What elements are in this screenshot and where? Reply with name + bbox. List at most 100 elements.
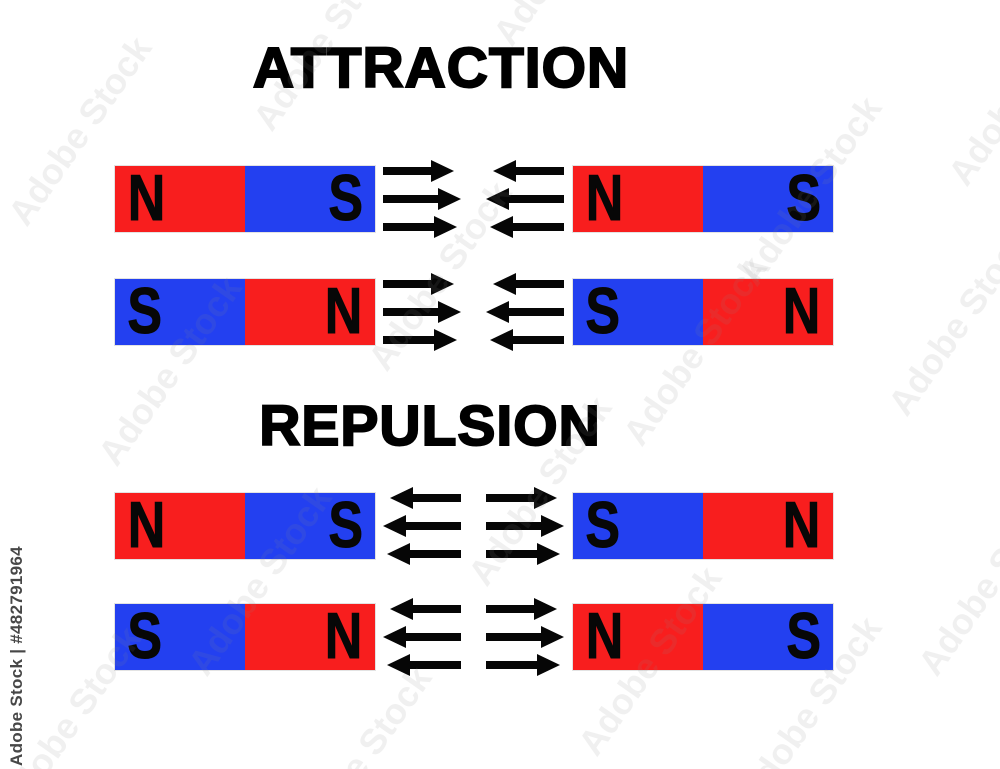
arrow-head — [493, 160, 516, 182]
arrow-head — [438, 301, 461, 323]
arrow-shaft — [486, 633, 541, 641]
arrow-head — [434, 329, 457, 351]
magnet-pole-n: N — [245, 273, 375, 347]
arrow-shaft — [486, 661, 537, 669]
field-arrow-group-left — [383, 598, 461, 676]
arrow-left-icon — [383, 515, 461, 537]
arrow-head — [383, 626, 406, 648]
arrow-right-icon — [486, 487, 557, 509]
magnet-pole-s: S — [573, 273, 703, 347]
pole-label-s: S — [127, 598, 163, 672]
magnet-pole-s: S — [115, 598, 245, 672]
magnet-pole-n: N — [115, 160, 245, 234]
pole-label-s: S — [585, 273, 621, 347]
arrow-shaft — [509, 195, 564, 203]
arrow-head — [387, 543, 410, 565]
arrow-right-icon — [486, 654, 560, 676]
arrow-left-icon — [493, 160, 564, 182]
pole-label-s: S — [585, 487, 621, 561]
arrow-head — [390, 487, 413, 509]
arrow-shaft — [410, 661, 461, 669]
magnet-pole-s: S — [245, 487, 375, 561]
magnet-pole-s: S — [115, 273, 245, 347]
pole-label-s: S — [327, 487, 363, 561]
arrow-head — [431, 273, 454, 295]
arrow-shaft — [486, 550, 537, 558]
pole-label-s: S — [327, 160, 363, 234]
arrow-head — [383, 515, 406, 537]
repulsion-title: REPULSION — [258, 394, 601, 458]
arrow-left-icon — [387, 543, 461, 565]
arrow-left-icon — [390, 598, 461, 620]
arrow-head — [390, 598, 413, 620]
arrow-right-icon — [486, 515, 564, 537]
field-arrow-group-right — [486, 598, 564, 676]
arrow-head — [486, 301, 509, 323]
arrow-left-icon — [387, 654, 461, 676]
pole-label-n: N — [127, 487, 166, 561]
magnet-pole-s: S — [703, 160, 833, 234]
arrow-left-icon — [390, 487, 461, 509]
arrow-right-icon — [383, 188, 461, 210]
arrow-head — [387, 654, 410, 676]
arrow-shaft — [509, 308, 564, 316]
pole-label-n: N — [324, 273, 363, 347]
attraction-title: ATTRACTION — [252, 36, 630, 100]
pole-label-s: S — [785, 160, 821, 234]
arrow-right-icon — [486, 626, 564, 648]
pole-label-n: N — [127, 160, 166, 234]
arrow-right-icon — [383, 301, 461, 323]
arrow-shaft — [406, 522, 461, 530]
arrow-right-icon — [486, 598, 557, 620]
field-arrow-group-left — [383, 487, 461, 565]
arrow-shaft — [383, 223, 434, 231]
pole-label-s: S — [127, 273, 163, 347]
arrow-head — [438, 188, 461, 210]
magnet-pole-n: N — [115, 487, 245, 561]
arrow-head — [534, 487, 557, 509]
arrow-left-icon — [486, 301, 564, 323]
arrow-shaft — [413, 494, 461, 502]
arrow-shaft — [516, 167, 564, 175]
arrow-head — [534, 598, 557, 620]
arrow-head — [486, 188, 509, 210]
arrow-left-icon — [490, 216, 564, 238]
arrow-shaft — [516, 280, 564, 288]
arrow-shaft — [486, 522, 541, 530]
pole-label-n: N — [585, 160, 624, 234]
field-arrow-group-right — [383, 160, 461, 238]
magnet-pole-n: N — [703, 487, 833, 561]
arrow-shaft — [383, 336, 434, 344]
arrow-shaft — [486, 605, 534, 613]
arrow-shaft — [383, 308, 438, 316]
arrow-right-icon — [486, 543, 560, 565]
arrow-right-icon — [383, 160, 454, 182]
arrow-head — [434, 216, 457, 238]
pole-label-n: N — [782, 487, 821, 561]
arrow-shaft — [513, 336, 564, 344]
field-arrow-group-left — [486, 273, 564, 351]
arrow-right-icon — [383, 216, 457, 238]
arrow-shaft — [413, 605, 461, 613]
arrow-shaft — [383, 167, 431, 175]
arrow-shaft — [513, 223, 564, 231]
arrow-left-icon — [383, 626, 461, 648]
pole-label-n: N — [782, 273, 821, 347]
field-arrow-group-right — [486, 487, 564, 565]
arrow-left-icon — [486, 188, 564, 210]
arrow-shaft — [486, 494, 534, 502]
magnet-pole-n: N — [703, 273, 833, 347]
arrow-left-icon — [490, 329, 564, 351]
arrow-head — [537, 654, 560, 676]
arrow-head — [490, 216, 513, 238]
arrow-left-icon — [493, 273, 564, 295]
magnet-pole-s: S — [703, 602, 833, 670]
